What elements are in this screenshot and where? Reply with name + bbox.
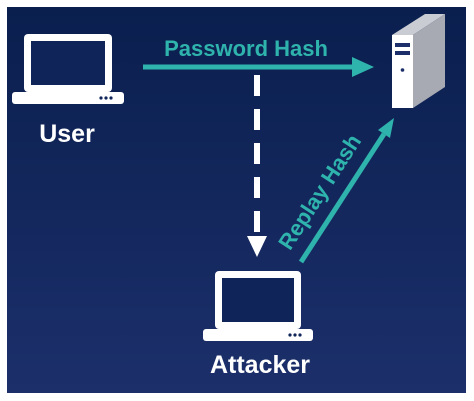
password-hash-arrow (143, 57, 374, 77)
user-laptop-icon (12, 34, 124, 104)
password-hash-label: Password Hash (164, 36, 328, 61)
user-label: User (39, 120, 95, 148)
attacker-laptop-icon (203, 271, 313, 341)
replay-hash-arrow (298, 118, 394, 264)
intercept-dashed-arrow (247, 75, 267, 257)
server-tower-icon (392, 14, 445, 108)
attacker-label: Attacker (210, 351, 310, 379)
